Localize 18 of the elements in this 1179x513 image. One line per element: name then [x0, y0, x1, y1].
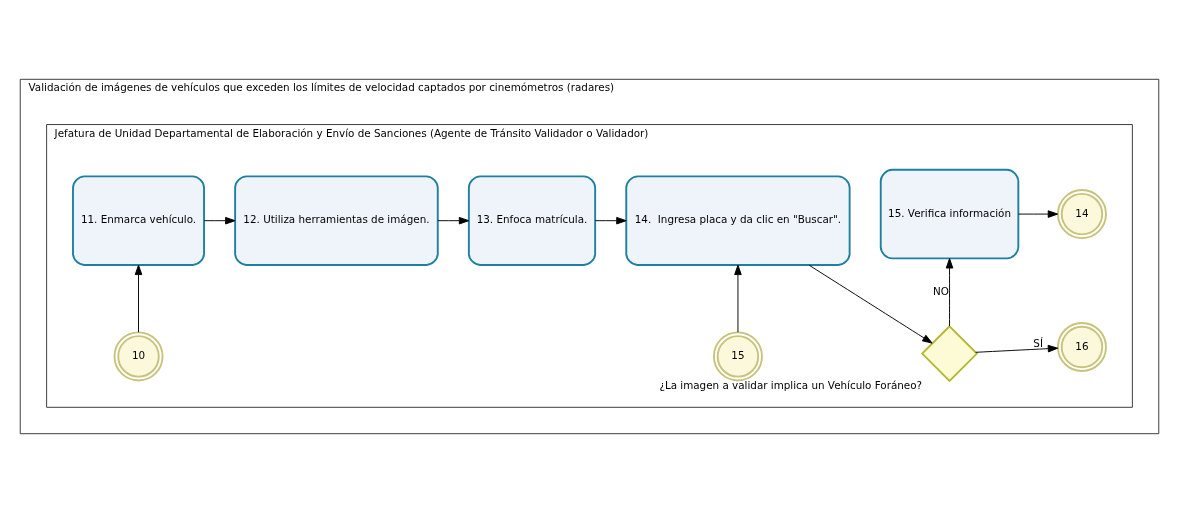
arrow — [808, 264, 933, 344]
arrow — [945, 258, 954, 327]
node-label: ¿La imagen a validar implica un Vehículo Foráneo? — [659, 379, 923, 392]
edge-label: SÍ — [1033, 336, 1043, 349]
arrow — [734, 264, 742, 333]
node-box: 14. Ingresa placa y da clic en "Buscar". — [625, 175, 851, 266]
arrow — [134, 264, 143, 333]
node-circle: 10 — [113, 331, 164, 382]
node-box: 11. Enmarca vehículo. — [72, 175, 205, 266]
arrow — [437, 216, 470, 225]
arrow — [1017, 210, 1059, 218]
arrow — [975, 344, 1059, 353]
node-box: 15. Verifica información — [879, 168, 1020, 260]
node-box: 13. Enfoca matrícula. — [467, 175, 597, 266]
arrow — [203, 216, 236, 225]
node-box: 12. Utiliza herramientas de imágen. — [234, 175, 439, 266]
arrow — [594, 216, 627, 225]
edge-label: NO — [933, 284, 950, 297]
